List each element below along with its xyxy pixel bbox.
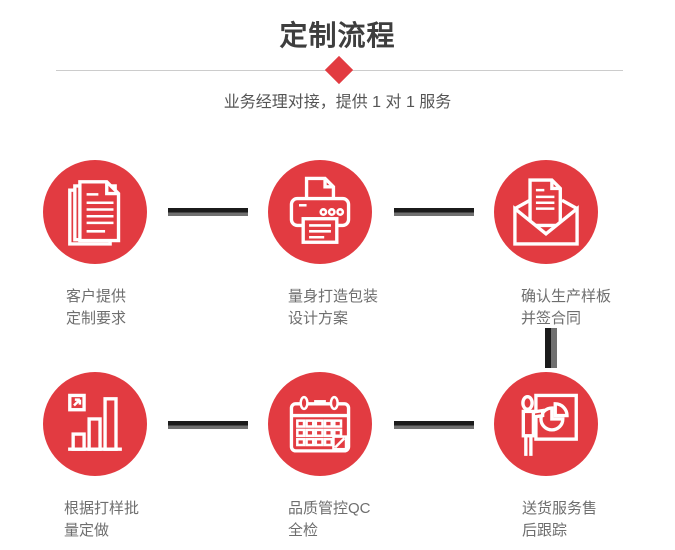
envelope-icon [513, 178, 579, 246]
step5-label-line2: 全检 [288, 522, 319, 539]
step4-circle [43, 372, 147, 476]
step2-circle [268, 160, 372, 264]
step3-circle [494, 160, 598, 264]
step3-label: 确认生产样板 并签合同 [521, 286, 611, 330]
connector-step2-step3 [394, 208, 474, 216]
connector-step1-step2 [168, 208, 248, 216]
connector-step3-step6 [545, 328, 557, 368]
step6-label-line1: 送货服务售 [522, 500, 598, 517]
step4-label-line2: 量定做 [64, 522, 110, 539]
step5-label: 品质管控QC 全检 [288, 498, 371, 542]
step3-label-line2: 并签合同 [521, 310, 582, 327]
step1-label: 客户提供 定制要求 [66, 286, 126, 330]
page-title: 定制流程 [279, 20, 396, 51]
step2-label-line2: 设计方案 [288, 310, 349, 327]
step5-circle [268, 372, 372, 476]
documents-icon [68, 180, 121, 246]
step6-label-line2: 后跟踪 [522, 522, 568, 539]
step2-label-line1: 量身打造包装 [288, 288, 379, 305]
step1-label-line1: 客户提供 [66, 288, 127, 305]
printer-icon [289, 176, 351, 244]
step4-label-line1: 根据打样批 [64, 500, 140, 517]
calendar-icon [289, 395, 351, 453]
page-subtitle: 业务经理对接，提供 1 对 1 服务 [223, 94, 452, 111]
step5-label-line1: 品质管控QC [288, 500, 371, 517]
step6-label: 送货服务售 后跟踪 [522, 498, 597, 542]
connector-step4-step5 [168, 421, 248, 429]
step1-label-line2: 定制要求 [66, 310, 127, 327]
step2-label: 量身打造包装 设计方案 [288, 286, 378, 330]
step3-label-line1: 确认生产样板 [521, 288, 612, 305]
bar-chart-icon [68, 393, 122, 451]
connector-step5-step6 [394, 421, 474, 429]
diamond-accent [324, 55, 354, 85]
step6-circle [494, 372, 598, 476]
step1-circle [43, 160, 147, 264]
presenter-icon [521, 393, 578, 456]
step4-label: 根据打样批 量定做 [64, 498, 139, 542]
